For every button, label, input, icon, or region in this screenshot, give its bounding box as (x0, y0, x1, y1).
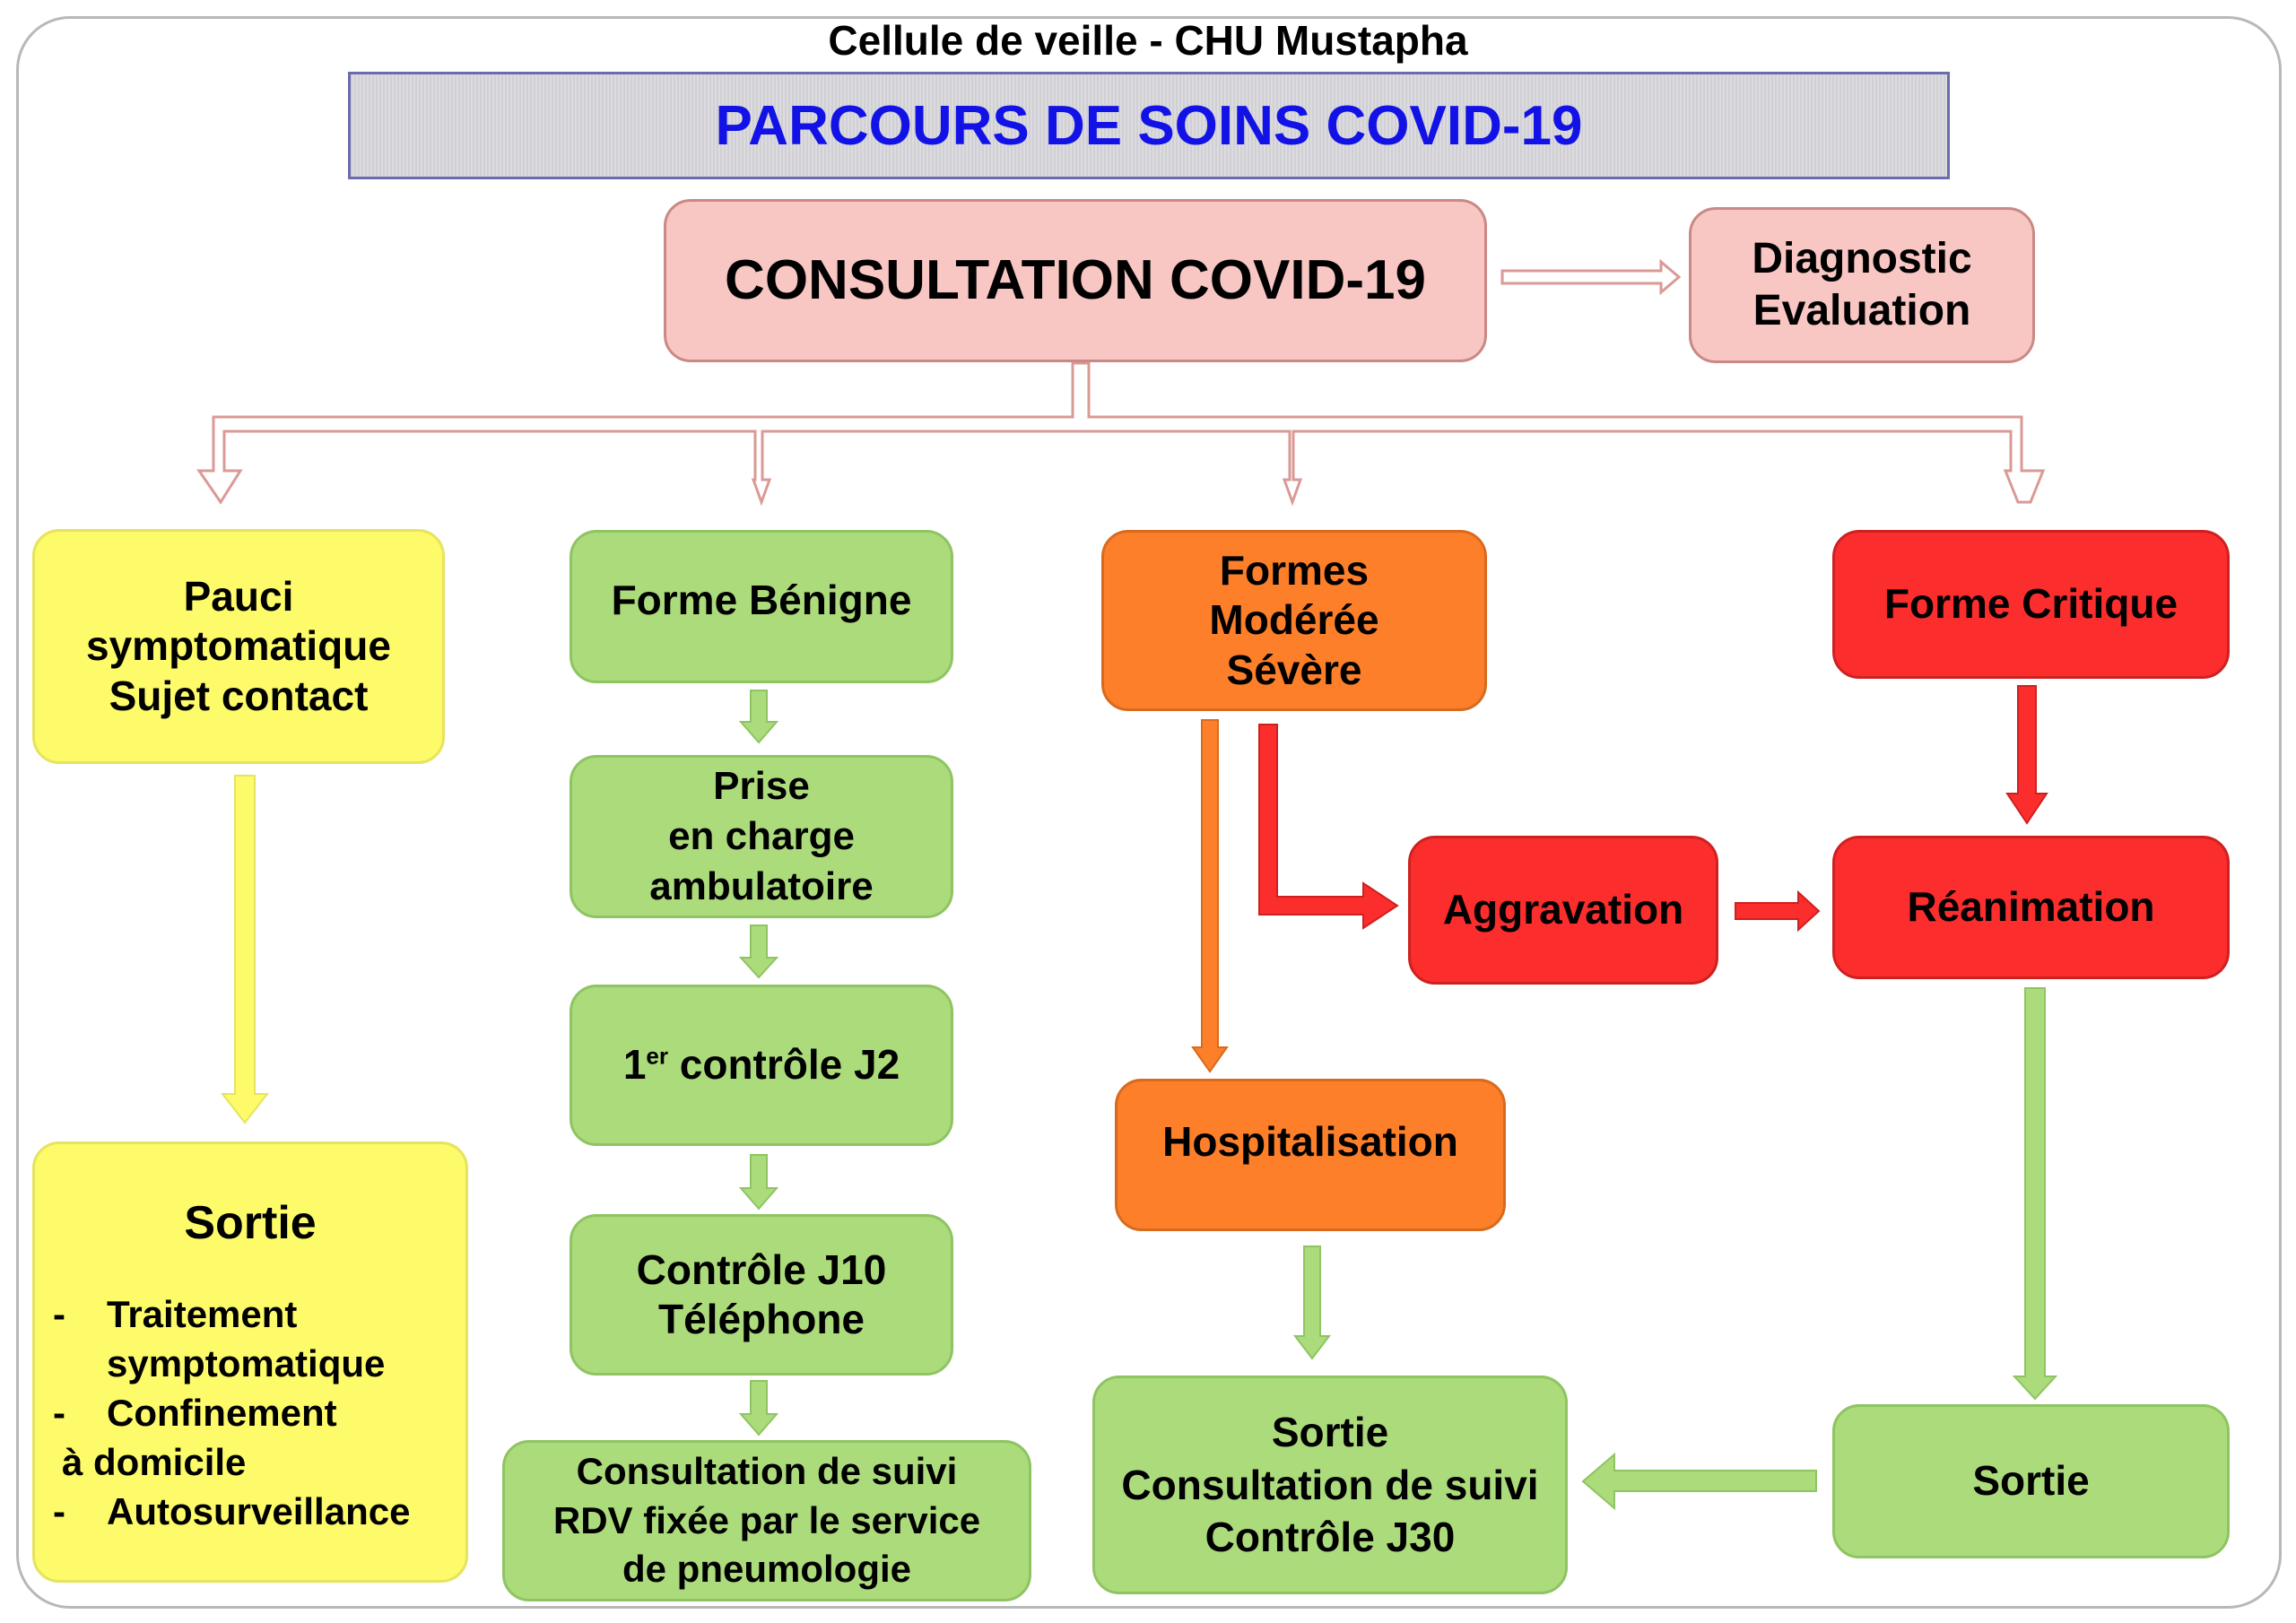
node-moderee: Formes Modérée Sévère (1101, 530, 1487, 711)
arrow-consultation-branches (196, 361, 2046, 507)
arrow-moderee-to-aggravation (1258, 724, 1399, 930)
arrow-pauci-to-sortie (220, 775, 270, 1124)
arrow-j10-to-suivi (738, 1380, 779, 1436)
node-aggravation: Aggravation (1408, 836, 1718, 985)
node-prise-line1: Prise (713, 764, 810, 809)
list-item-traitement: Traitement (35, 1289, 297, 1339)
arrow-consultation-to-diagnostic (1500, 258, 1682, 296)
node-suivi-pneumo: Consultation de suivi RDV fixée par le s… (502, 1440, 1031, 1601)
node-sortie-hospit-line2: Consultation de suivi (1121, 1461, 1539, 1508)
node-consultation-label: CONSULTATION COVID-19 (725, 248, 1426, 311)
list-item-confinement: Confinement (35, 1388, 337, 1437)
node-benigne-label: Forme Bénigne (611, 577, 912, 623)
page-subtitle: Cellule de veille - CHU Mustapha (828, 17, 1468, 64)
j2-sup: er (646, 1043, 668, 1071)
node-prise-line3: ambulatoire (649, 864, 874, 908)
node-diagnostic-line1: Diagnostic (1752, 235, 1972, 283)
node-sortie-hospit-line3: Contrôle J30 (1205, 1514, 1456, 1561)
node-controle-j2-label: 1er contrôle J2 (623, 1040, 900, 1089)
node-prise: Prise en charge ambulatoire (570, 755, 953, 918)
node-benigne: Forme Bénigne (570, 530, 953, 683)
title-banner: PARCOURS DE SOINS COVID-19 (348, 72, 1950, 179)
node-aggravation-label: Aggravation (1442, 886, 1684, 933)
node-reanimation-label: Réanimation (1907, 883, 2155, 931)
arrow-prise-to-j2 (738, 924, 779, 979)
node-reanimation: Réanimation (1832, 836, 2230, 979)
j2-suffix: contrôle J2 (667, 1041, 900, 1089)
node-moderee-line2: Modérée (1209, 596, 1379, 644)
node-diagnostic: Diagnostic Evaluation (1689, 207, 2035, 363)
arrow-moderee-to-hospitalisation (1191, 719, 1229, 1073)
node-pauci-line3: Sujet contact (109, 672, 369, 719)
arrow-benigne-to-prise (738, 690, 779, 744)
node-consultation: CONSULTATION COVID-19 (664, 199, 1487, 362)
arrow-critique-to-reanimation (2005, 685, 2048, 825)
arrow-aggravation-to-reanimation (1735, 890, 1821, 933)
node-sortie-hospit-line1: Sortie (1271, 1409, 1389, 1456)
node-suivi-pneumo-line3: de pneumologie (622, 1548, 911, 1591)
node-moderee-line1: Formes (1219, 547, 1370, 595)
node-hospitalisation: Hospitalisation (1115, 1079, 1506, 1231)
arrow-sortie-rea-to-sortie-hospit (1581, 1452, 1817, 1511)
node-critique-label: Forme Critique (1883, 580, 2179, 628)
node-sortie-pauci: Sortie Traitement symptomatique Confinem… (32, 1141, 468, 1583)
node-controle-j10-line2: Téléphone (657, 1296, 865, 1342)
page-title: PARCOURS DE SOINS COVID-19 (715, 94, 1583, 157)
list-item-confinement-cont: à domicile (62, 1441, 247, 1483)
node-sortie-hospit: Sortie Consultation de suivi Contrôle J3… (1092, 1376, 1568, 1594)
node-controle-j10-line1: Contrôle J10 (636, 1245, 887, 1293)
arrow-j2-to-j10 (738, 1154, 779, 1211)
list-item-autosurveillance: Autosurveillance (35, 1487, 410, 1536)
node-sortie-rea: Sortie (1832, 1404, 2230, 1558)
j2-prefix: 1 (622, 1041, 647, 1089)
node-controle-j10: Contrôle J10 Téléphone (570, 1214, 953, 1376)
node-pauci-line1: Pauci (183, 573, 294, 621)
arrow-reanimation-to-sortie (2012, 987, 2058, 1401)
node-critique: Forme Critique (1832, 530, 2230, 679)
list-item-traitement-cont: symptomatique (107, 1342, 386, 1384)
node-prise-line2: en charge (668, 814, 855, 859)
page-frame (16, 16, 2282, 1609)
arrow-hospitalisation-to-sortie (1292, 1245, 1332, 1360)
node-diagnostic-line2: Evaluation (1752, 287, 1971, 334)
node-suivi-pneumo-line2: RDV fixée par le service (552, 1498, 981, 1541)
node-sortie-rea-label: Sortie (1972, 1457, 2090, 1505)
node-controle-j2: 1er contrôle J2 (570, 985, 953, 1146)
node-moderee-line3: Sévère (1226, 646, 1362, 693)
node-suivi-pneumo-line1: Consultation de suivi (576, 1450, 958, 1493)
node-pauci-line2: symptomatique (86, 622, 391, 670)
node-hospitalisation-label: Hospitalisation (1162, 1118, 1458, 1165)
node-pauci: Pauci symptomatique Sujet contact (32, 529, 445, 764)
node-sortie-pauci-heading: Sortie (184, 1197, 317, 1249)
